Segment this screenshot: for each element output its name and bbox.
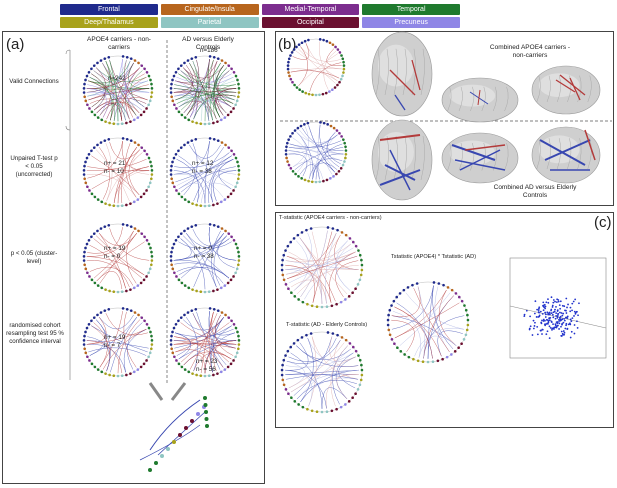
- connectogram-c-product: [386, 281, 470, 364]
- legend-chip-deep-thalamus: Deep/Thalamus: [60, 17, 158, 28]
- panel-a-r3c2-stat: n+ = 0 n- = 38: [194, 245, 214, 260]
- panel-a-frame: [2, 31, 265, 484]
- legend-row-2: Deep/Thalamus Parietal Occipital Precune…: [60, 17, 460, 28]
- connectogram-apoe4-resample: [82, 307, 154, 378]
- panel-a-row4-label: randomised cohort resampling test 95 % c…: [6, 322, 64, 345]
- panel-b-caption-top: Combined APOE4 carriers - non-carriers: [489, 44, 571, 59]
- legend-row-1: Frontal Cingulate/Insula Medial-Temporal…: [60, 4, 460, 15]
- panel-a-row1-label: Valid Connections: [9, 78, 59, 85]
- arrow-left: [148, 382, 164, 401]
- panel-c-label: (c): [594, 214, 612, 231]
- brain-b-top-axial: [371, 31, 433, 117]
- brain-b-bottom-lateral: [441, 132, 519, 184]
- brain-b-bottom-sagittal: [531, 126, 601, 184]
- connectogram-apoe4-valid: [82, 55, 154, 126]
- connectogram-b-ad: [284, 121, 348, 184]
- connectogram-c-apoe4: [280, 226, 364, 309]
- legend-chip-parietal: Parietal: [160, 17, 259, 28]
- panel-a-r2c1-stat: n+ = 21 n- = 10: [104, 160, 126, 175]
- legend-chip-precuneus: Precuneus: [362, 17, 460, 28]
- legend-chip-cingulate: Cingulate/Insula: [160, 4, 259, 15]
- connectogram-apoe4-cluster: [82, 223, 154, 294]
- panel-a-r2c2-stat: n+ = 12 n- = 38: [192, 160, 214, 175]
- panel-b-caption-bottom: Combined AD versus Elderly Controls: [493, 184, 577, 199]
- brain-b-bottom-axial: [371, 119, 433, 201]
- connectogram-ad-cluster: [169, 223, 241, 294]
- panel-a-r1c1-stat: n=242: [108, 75, 126, 82]
- panel-a-col1-title: APOE4 carriers - non-carriers: [87, 36, 151, 51]
- legend-chip-temporal: Temporal: [362, 4, 460, 15]
- panel-c-title-1: T-statistic (APOE4 carriers - non-carrie…: [279, 215, 382, 221]
- panel-a-r4c1-stat: n+ = 19 n- = 7: [104, 334, 126, 349]
- panel-a-r3c1-stat: n+ = 19 n- = 0: [104, 245, 126, 260]
- panel-a-row3-label: p < 0.05 (cluster-level): [10, 250, 58, 265]
- panel-b-label: (b): [278, 36, 297, 53]
- zoomed-fragment: [139, 396, 209, 472]
- connectogram-apoe4-ttest: [82, 137, 154, 208]
- connectogram-ad-valid: [169, 55, 241, 126]
- panel-b-frame: [275, 31, 614, 206]
- legend-chip-occipital: Occipital: [261, 17, 360, 28]
- legend-chip-frontal: Frontal: [60, 4, 158, 15]
- panel-c-title-2: T-statistic (AD - Elderly Controls): [286, 322, 368, 328]
- legend-chip-medial-temporal: Medial-Temporal: [261, 4, 360, 15]
- panel-c-scatter: [509, 257, 607, 359]
- panel-a-row2-label: Unpaired T-test p < 0.05 (uncorrected): [10, 155, 58, 178]
- brain-b-top-lateral: [441, 77, 519, 123]
- connectogram-ad-ttest: [169, 137, 241, 208]
- panel-a-col2-title: AD versus Elderly Controls: [182, 36, 234, 51]
- connectogram-ad-resample: [169, 307, 241, 378]
- brain-b-top-sagittal: [531, 65, 601, 115]
- panel-a-r4c2-stat: n+ = 23 n- = 56: [196, 358, 218, 373]
- panel-c-frame: [275, 212, 614, 428]
- arrow-right: [170, 382, 187, 401]
- connectogram-b-apoe4: [286, 38, 346, 97]
- panel-c-title-3: Tstatistic (APOE4) * Tstatistic (AD): [391, 254, 477, 260]
- panel-a-r1c2-stat: n=186: [200, 47, 218, 54]
- panel-a-label: (a): [6, 36, 25, 53]
- connectogram-c-ad: [280, 331, 364, 414]
